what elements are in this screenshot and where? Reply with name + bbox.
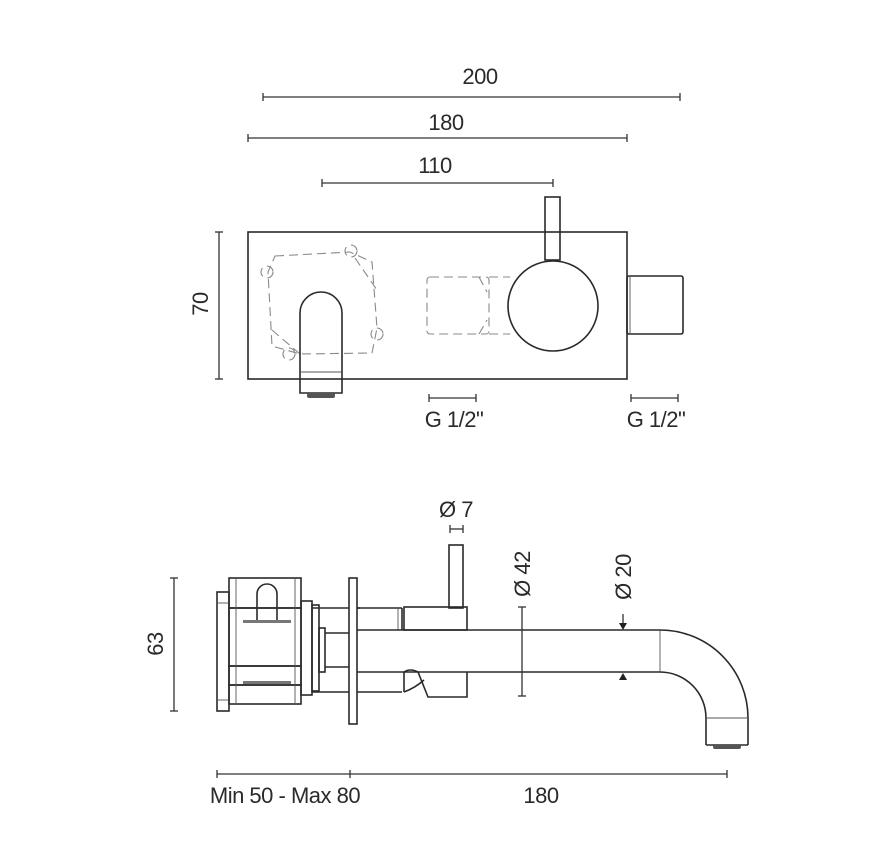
wall-plate-side	[348, 577, 358, 725]
rough-in-body	[216, 577, 326, 712]
dimension-label-180: 180	[428, 110, 463, 135]
dimension-label-110: 110	[418, 153, 452, 178]
dimension-label-63: 63	[143, 632, 168, 656]
lever-side	[448, 544, 464, 609]
dimension-body-width: 180	[247, 110, 628, 142]
dimension-spout-projection: 180	[350, 770, 728, 808]
dimension-label-d42: Ø 42	[510, 551, 535, 597]
spout-front	[299, 291, 343, 398]
mixer-handle	[507, 196, 599, 352]
inlet-stub	[626, 275, 684, 335]
aerator-icon	[307, 393, 335, 398]
dimension-label-min50-max80: Min 50 - Max 80	[210, 783, 360, 808]
hidden-cartridge	[426, 276, 510, 335]
dimension-label-d7: Ø 7	[439, 497, 473, 522]
dimension-label-d20: Ø 20	[611, 554, 636, 600]
connecting-pipes	[312, 607, 349, 693]
dimension-spout-diameter: Ø 20	[611, 554, 636, 680]
dimension-label-200: 200	[462, 64, 497, 89]
hidden-mount-outline	[260, 244, 384, 361]
dimension-wall-depth: Min 50 - Max 80	[210, 770, 361, 808]
aerator-side-icon	[713, 745, 741, 749]
dimension-height-70: 70	[188, 231, 223, 380]
spout-side	[357, 629, 749, 749]
dimension-spout-to-handle: 110	[321, 153, 554, 187]
dimension-body-diameter: Ø 42	[510, 551, 535, 697]
dimension-label-g12-right: G 1/2"	[627, 407, 686, 432]
dimension-height-63: 63	[143, 577, 178, 712]
dimension-label-180-side: 180	[523, 783, 558, 808]
front-view: 200 180 110 70	[188, 64, 686, 432]
dimension-overall-width: 200	[262, 64, 681, 101]
dimension-lever-diameter: Ø 7	[439, 497, 474, 533]
body-sleeve	[357, 606, 468, 698]
dimension-inlet-left: G 1/2"	[425, 394, 484, 432]
side-view: 63	[143, 497, 749, 808]
dimension-label-g12-left: G 1/2"	[425, 407, 484, 432]
dimension-inlet-right: G 1/2"	[627, 394, 686, 432]
dimension-label-70: 70	[188, 292, 213, 316]
